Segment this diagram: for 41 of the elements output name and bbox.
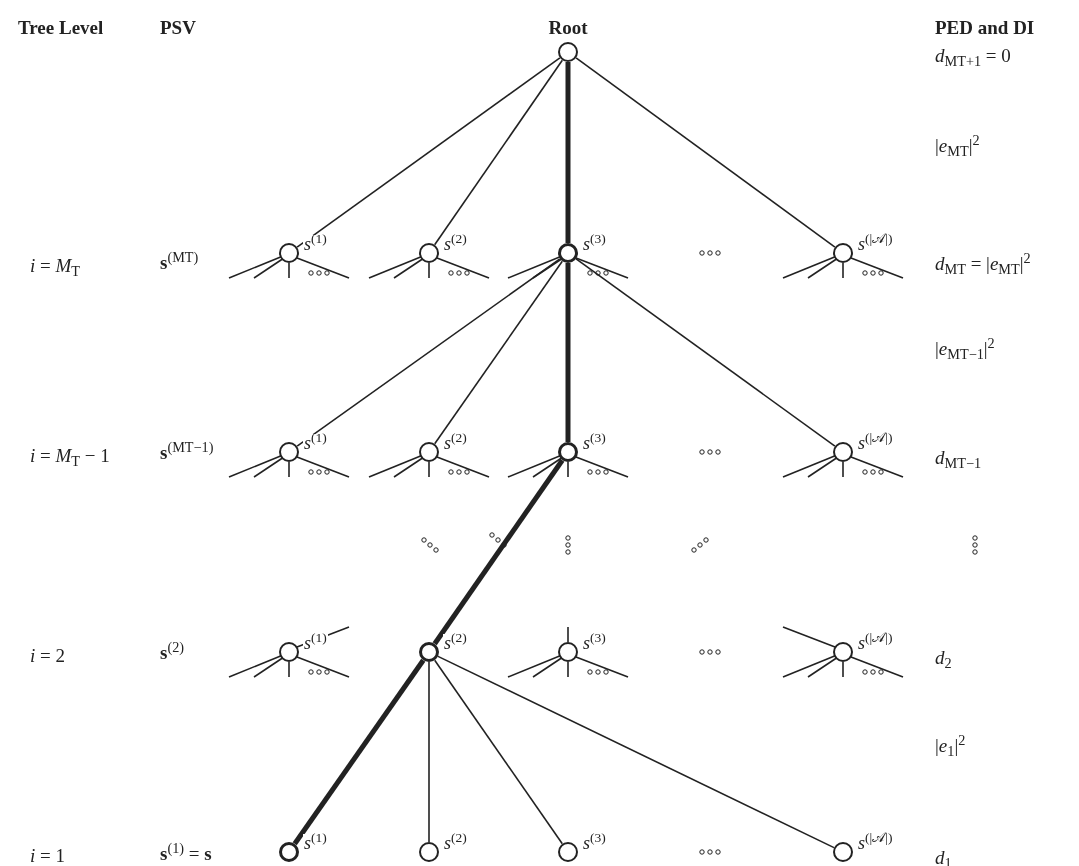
math-label: i = 2: [30, 645, 65, 665]
symbol-label: s$^{(|𝒜|)}$: [857, 834, 894, 852]
math-label: d$_{2}$: [935, 647, 952, 667]
symbol-label: s$^{(|𝒜|)}$: [857, 235, 894, 253]
symbol-label: s$^{(3)}$: [582, 434, 607, 452]
symbol-label: s$^{(1)}$: [303, 634, 328, 652]
symbol-label: s$^{(2)}$: [443, 235, 468, 253]
math-label: d$_{MT+1}$ = 0: [935, 45, 1011, 65]
math-label: s$^{(1)}$ = s: [160, 843, 212, 863]
tree-branch-line: [565, 263, 571, 442]
math-label: s$^{(MT)}$: [160, 252, 199, 272]
tree-branch-line: [428, 661, 430, 843]
math-label: d$_{MT}$ = |e$_{MT}$|$^{2}$: [935, 253, 1031, 273]
symbol-label: s$^{(2)}$: [443, 834, 468, 852]
symbol-label: s$^{(3)}$: [582, 235, 607, 253]
math-label: d$_{MT−1}$: [935, 447, 982, 467]
column-heading: Tree Level: [18, 17, 104, 37]
symbol-label: s$^{(2)}$: [443, 434, 468, 452]
symbol-label: s$^{(|𝒜|)}$: [857, 634, 894, 652]
column-heading: PED and DI: [935, 17, 1035, 37]
tree-branch-line: [292, 658, 426, 846]
symbol-label: s$^{(2)}$: [443, 634, 468, 652]
symbol-label: s$^{(1)}$: [303, 235, 328, 253]
column-heading: PSV: [160, 17, 196, 37]
tree-branch-line: [565, 62, 571, 243]
math-label: |e$_{MT}$|$^{2}$: [935, 135, 980, 155]
tree-branch-line: [437, 655, 835, 849]
math-label: s$^{(MT−1)}$: [160, 442, 214, 462]
symbol-label: s$^{(1)}$: [303, 434, 328, 452]
math-label: |e$_{1}$|$^{2}$: [935, 735, 966, 755]
math-label: |e$_{MT−1}$|$^{2}$: [935, 338, 995, 358]
math-label: i = M$_{T}$: [30, 255, 81, 275]
symbol-label: Root: [548, 17, 588, 37]
symbol-label: s$^{(3)}$: [582, 634, 607, 652]
symbol-label: s$^{(1)}$: [303, 834, 328, 852]
symbol-label: s$^{(|𝒜|)}$: [857, 434, 894, 452]
math-label: i = 1: [30, 845, 65, 865]
tree-branch-line: [432, 458, 565, 646]
math-label: s$^{(2)}$: [160, 642, 185, 662]
symbol-label: s$^{(3)}$: [582, 834, 607, 852]
math-label: i = M$_{T}$ − 1: [30, 445, 110, 465]
